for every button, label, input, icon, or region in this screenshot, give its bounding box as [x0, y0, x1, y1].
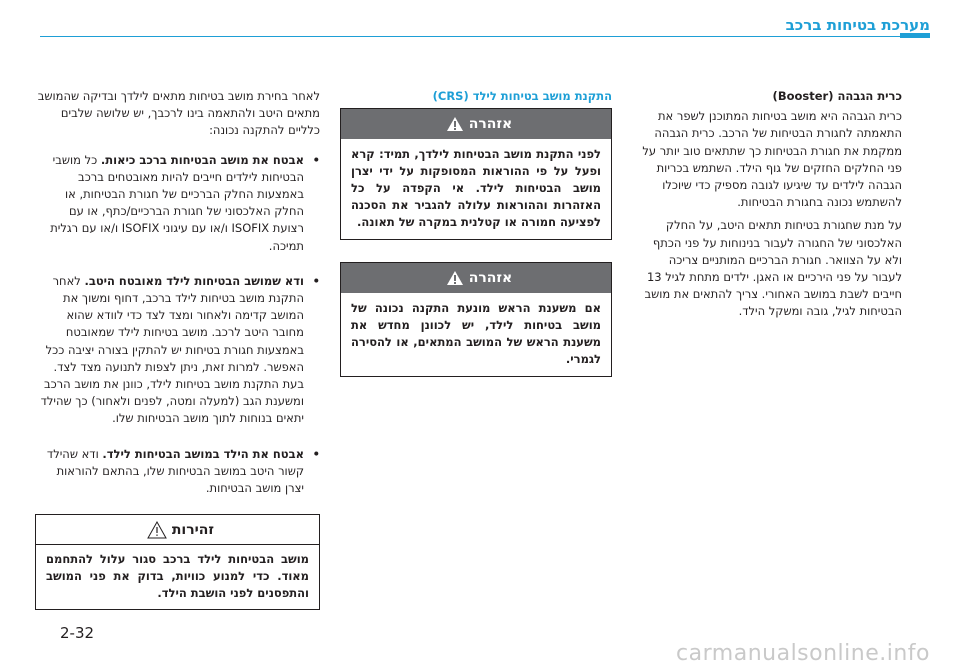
warning-text-2: אם משענת הראש מונעת התקנה נכונה של מושב …	[351, 301, 601, 367]
step-title-3: אבטח את הילד במושב הבטיחות לילד.	[102, 446, 304, 461]
caution-label: זהירות	[171, 522, 215, 538]
page-number: 2-32	[60, 624, 95, 642]
warning-icon	[446, 271, 463, 286]
bullet-icon: •	[312, 273, 320, 288]
list-item: • אבטח את מושב הבטיחות ברכב כיאות. כל מו…	[35, 152, 320, 255]
warning-text-1: לפני התקנת מושב הבטיחות לילדך, תמיד: קרא…	[351, 147, 601, 230]
installation-column: התקנת מושב בטיחות לילד (CRS) אזהרה לפני …	[340, 88, 612, 399]
section-title: מערכת בטיחות ברכב	[785, 16, 930, 34]
caution-text: מושב הבטיחות לילד ברכב סגור עלול להתחמם …	[46, 552, 309, 600]
warning-heading-1: אזהרה	[341, 109, 611, 140]
warning-box-2: אזהרה אם משענת הראש מונעת התקנה נכונה של…	[340, 262, 612, 378]
caution-heading: זהירות	[36, 515, 319, 545]
caution-box: זהירות מושב הבטיחות לילד ברכב סגור עלול …	[35, 514, 320, 610]
steps-column: לאחר בחירת מושב בטיחות מתאים לילדך ובדיק…	[35, 88, 320, 515]
steps-intro: לאחר בחירת מושב בטיחות מתאים לילדך ובדיק…	[37, 89, 320, 138]
warning-label-2: אזהרה	[468, 270, 513, 287]
booster-paragraph-2: על מנת שחגורת בטיחות תתאים היטב, על החלק…	[644, 218, 903, 319]
header-rule	[40, 36, 930, 37]
watermark: carmanualsonline.info	[676, 641, 930, 666]
page-header: מערכת בטיחות ברכב	[40, 8, 930, 34]
installation-title: התקנת מושב בטיחות לילד (CRS)	[432, 89, 612, 103]
list-item: • ודא שמושב הבטיחות לילד מאובטח היטב. לא…	[35, 273, 320, 428]
warning-label-1: אזהרה	[468, 116, 513, 133]
warning-box-1: אזהרה לפני התקנת מושב הבטיחות לילדך, תמי…	[340, 108, 612, 241]
step-text-3: ודא שהילד קשור היטב במושב הבטיחות שלו, ב…	[46, 446, 304, 496]
warning-icon	[446, 117, 463, 132]
header-accent-block	[900, 33, 930, 38]
step-title-1: אבטח את מושב הבטיחות ברכב כיאות.	[100, 152, 304, 167]
step-text-1: כל מושבי הבטיחות לילדים חייבים להיות מאו…	[50, 152, 304, 253]
step-text-2: לאחר התקנת מושב בטיחות לילד ברכב, דחוף ו…	[40, 273, 304, 426]
booster-title: כרית הגבהה (Booster)	[772, 89, 902, 103]
bullet-icon: •	[312, 152, 320, 167]
warning-heading-2: אזהרה	[341, 263, 611, 294]
list-item: • אבטח את הילד במושב הבטיחות לילד. ודא ש…	[35, 446, 320, 498]
booster-paragraph-1: כרית הגבהה היא מושב בטיחות המתוכנן לשפר …	[642, 109, 902, 210]
step-title-2: ודא שמושב הבטיחות לילד מאובטח היטב.	[84, 273, 304, 288]
steps-list: • אבטח את מושב הבטיחות ברכב כיאות. כל מו…	[35, 152, 320, 498]
booster-column: כרית הגבהה (Booster) כרית הגבהה היא מושב…	[638, 88, 902, 327]
caution-icon	[147, 521, 167, 539]
bullet-icon: •	[312, 446, 320, 461]
